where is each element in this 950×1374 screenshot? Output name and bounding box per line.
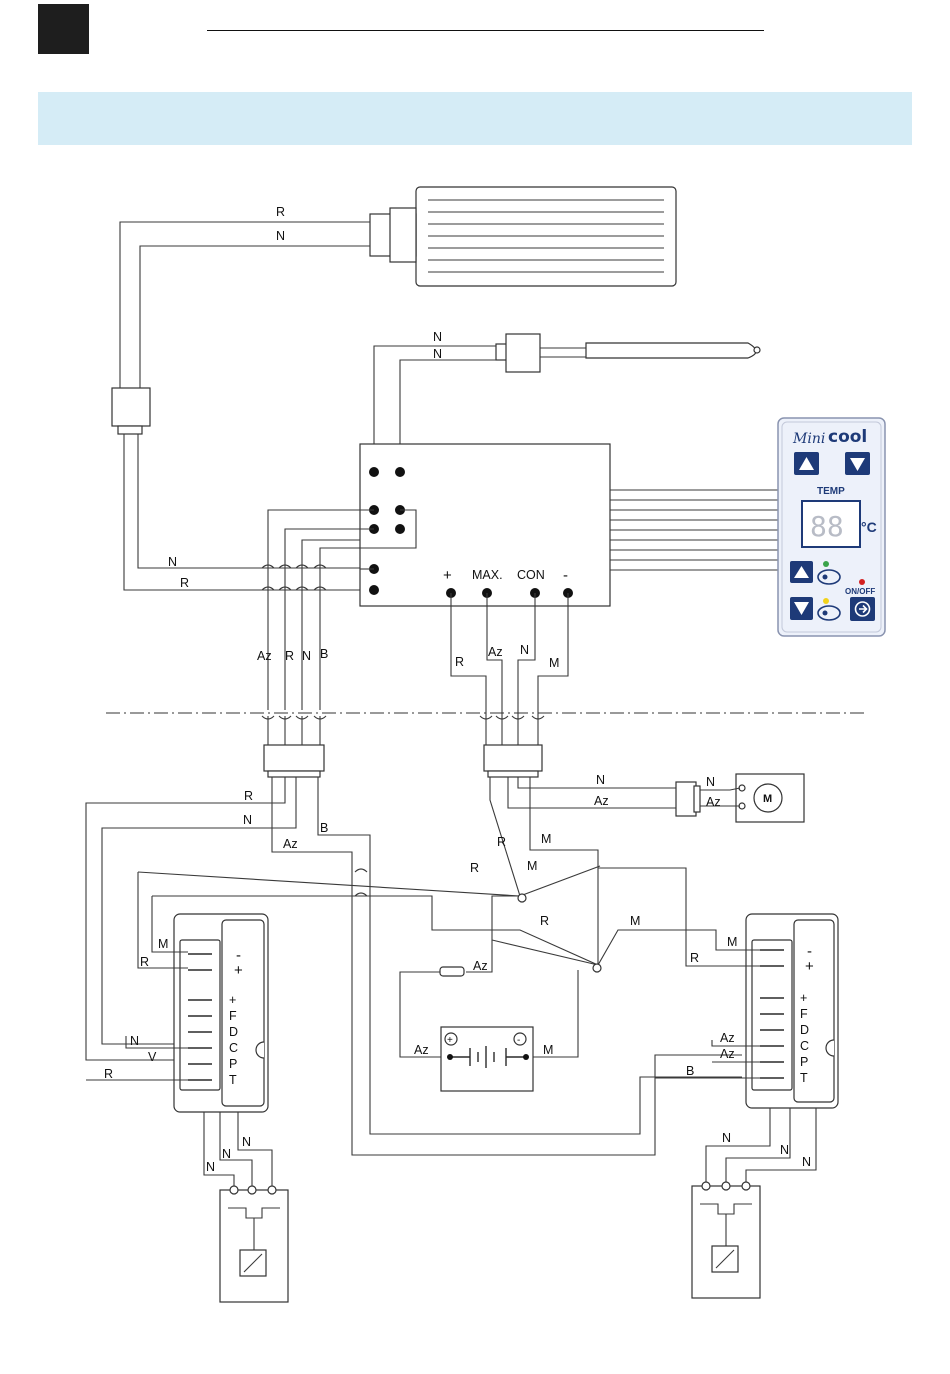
wire-label: N bbox=[168, 555, 177, 569]
relay-right-letter: P bbox=[800, 1055, 808, 1069]
relay-left-plus: + bbox=[234, 962, 243, 979]
relay-right bbox=[746, 914, 838, 1108]
wire-label: M bbox=[727, 935, 737, 949]
wire-label: N bbox=[596, 773, 605, 787]
relay-left-letter: D bbox=[229, 1025, 238, 1039]
wire-label: M bbox=[158, 937, 168, 951]
wire-label: Az bbox=[414, 1043, 429, 1057]
level-sensor-right bbox=[692, 1182, 760, 1298]
motor-unit bbox=[676, 774, 804, 822]
relay-left-letter: T bbox=[229, 1073, 237, 1087]
wire-label: N bbox=[780, 1143, 789, 1157]
relay-right-letter: D bbox=[800, 1023, 809, 1037]
wire-label: Az bbox=[706, 795, 721, 809]
coil-connector-left bbox=[112, 388, 150, 434]
wire-label: Az bbox=[720, 1031, 735, 1045]
wire-label: M bbox=[541, 832, 551, 846]
relay-left-letter: C bbox=[229, 1041, 238, 1055]
led-red bbox=[859, 579, 865, 585]
panel-brand-script: Mini bbox=[792, 431, 825, 447]
wire-label: R bbox=[276, 205, 285, 219]
wire-label: R bbox=[244, 789, 253, 803]
wire-label: N bbox=[222, 1147, 231, 1161]
relay-right-letter: T bbox=[800, 1071, 808, 1085]
terminal-label-plus: + bbox=[443, 567, 452, 584]
wire-label: M bbox=[527, 859, 537, 873]
wire-label: M bbox=[549, 656, 559, 670]
relay-right-letter: + bbox=[800, 991, 807, 1005]
level-sensor-left bbox=[220, 1186, 288, 1302]
temp-display-value: 88 bbox=[810, 510, 844, 543]
wire-label: Az bbox=[488, 645, 503, 659]
wire-label: R bbox=[470, 861, 479, 875]
wire-label: B bbox=[686, 1064, 694, 1078]
wire-label: N bbox=[302, 649, 311, 663]
relay-left-letter: + bbox=[229, 993, 236, 1007]
wire-label: R bbox=[285, 649, 294, 663]
led-yellow bbox=[823, 598, 829, 604]
wire-label: R bbox=[540, 914, 549, 928]
connector-left bbox=[264, 745, 324, 777]
wire-label: N bbox=[243, 813, 252, 827]
wire-label: R bbox=[455, 655, 464, 669]
wire-label: Az bbox=[283, 837, 298, 851]
wire-label: N bbox=[520, 643, 529, 657]
led-green bbox=[823, 561, 829, 567]
relay-left-letter: F bbox=[229, 1009, 237, 1023]
wire-label: R bbox=[104, 1067, 113, 1081]
terminal-label-con: CON bbox=[517, 568, 545, 582]
fuse bbox=[440, 967, 464, 976]
wire-label: M bbox=[543, 1043, 553, 1057]
relay-left-letter: P bbox=[229, 1057, 237, 1071]
coil-unit bbox=[370, 187, 676, 286]
onoff-label: ON/OFF bbox=[845, 587, 875, 596]
terminal-label-max: MAX. bbox=[472, 568, 503, 582]
wire-label: B bbox=[320, 821, 328, 835]
temperature-probe bbox=[496, 334, 760, 372]
motor-symbol: M bbox=[763, 793, 772, 805]
relay-right-letter: F bbox=[800, 1007, 808, 1021]
wire-label: N bbox=[722, 1131, 731, 1145]
wire-label: B bbox=[320, 647, 328, 661]
wire-label: Az bbox=[594, 794, 609, 808]
temp-label: TEMP bbox=[817, 486, 845, 497]
wire-label: Az bbox=[473, 959, 488, 973]
relay-right-letter: C bbox=[800, 1039, 809, 1053]
wire-label: N bbox=[433, 330, 442, 344]
wire-label: Az bbox=[257, 649, 272, 663]
wire-label: M bbox=[630, 914, 640, 928]
wire-label: R bbox=[140, 955, 149, 969]
wire-label: Az bbox=[720, 1047, 735, 1061]
terminal-label-minus: - bbox=[563, 567, 568, 584]
relay-left bbox=[174, 914, 268, 1112]
control-panel: Mini cool TEMP 88 °C ON/OFF bbox=[778, 418, 885, 636]
battery-plus: + bbox=[447, 1035, 453, 1046]
wire-label: R bbox=[180, 576, 189, 590]
connector-right bbox=[484, 745, 542, 777]
wire-label: N bbox=[433, 347, 442, 361]
wire-label: N bbox=[130, 1034, 139, 1048]
ribbon-cable bbox=[610, 490, 778, 570]
battery-minus: - bbox=[517, 1035, 520, 1046]
wire-label: N bbox=[276, 229, 285, 243]
panel-brand-bold: cool bbox=[828, 427, 867, 447]
wire-label: N bbox=[706, 775, 715, 789]
wire-label: N bbox=[206, 1160, 215, 1174]
wire-label: N bbox=[242, 1135, 251, 1149]
wire-label: N bbox=[802, 1155, 811, 1169]
temp-unit: °C bbox=[861, 519, 877, 535]
wire-label: R bbox=[690, 951, 699, 965]
relay-right-plus: + bbox=[805, 958, 814, 975]
wire-label: R bbox=[497, 835, 506, 849]
wire-label: V bbox=[148, 1050, 157, 1064]
